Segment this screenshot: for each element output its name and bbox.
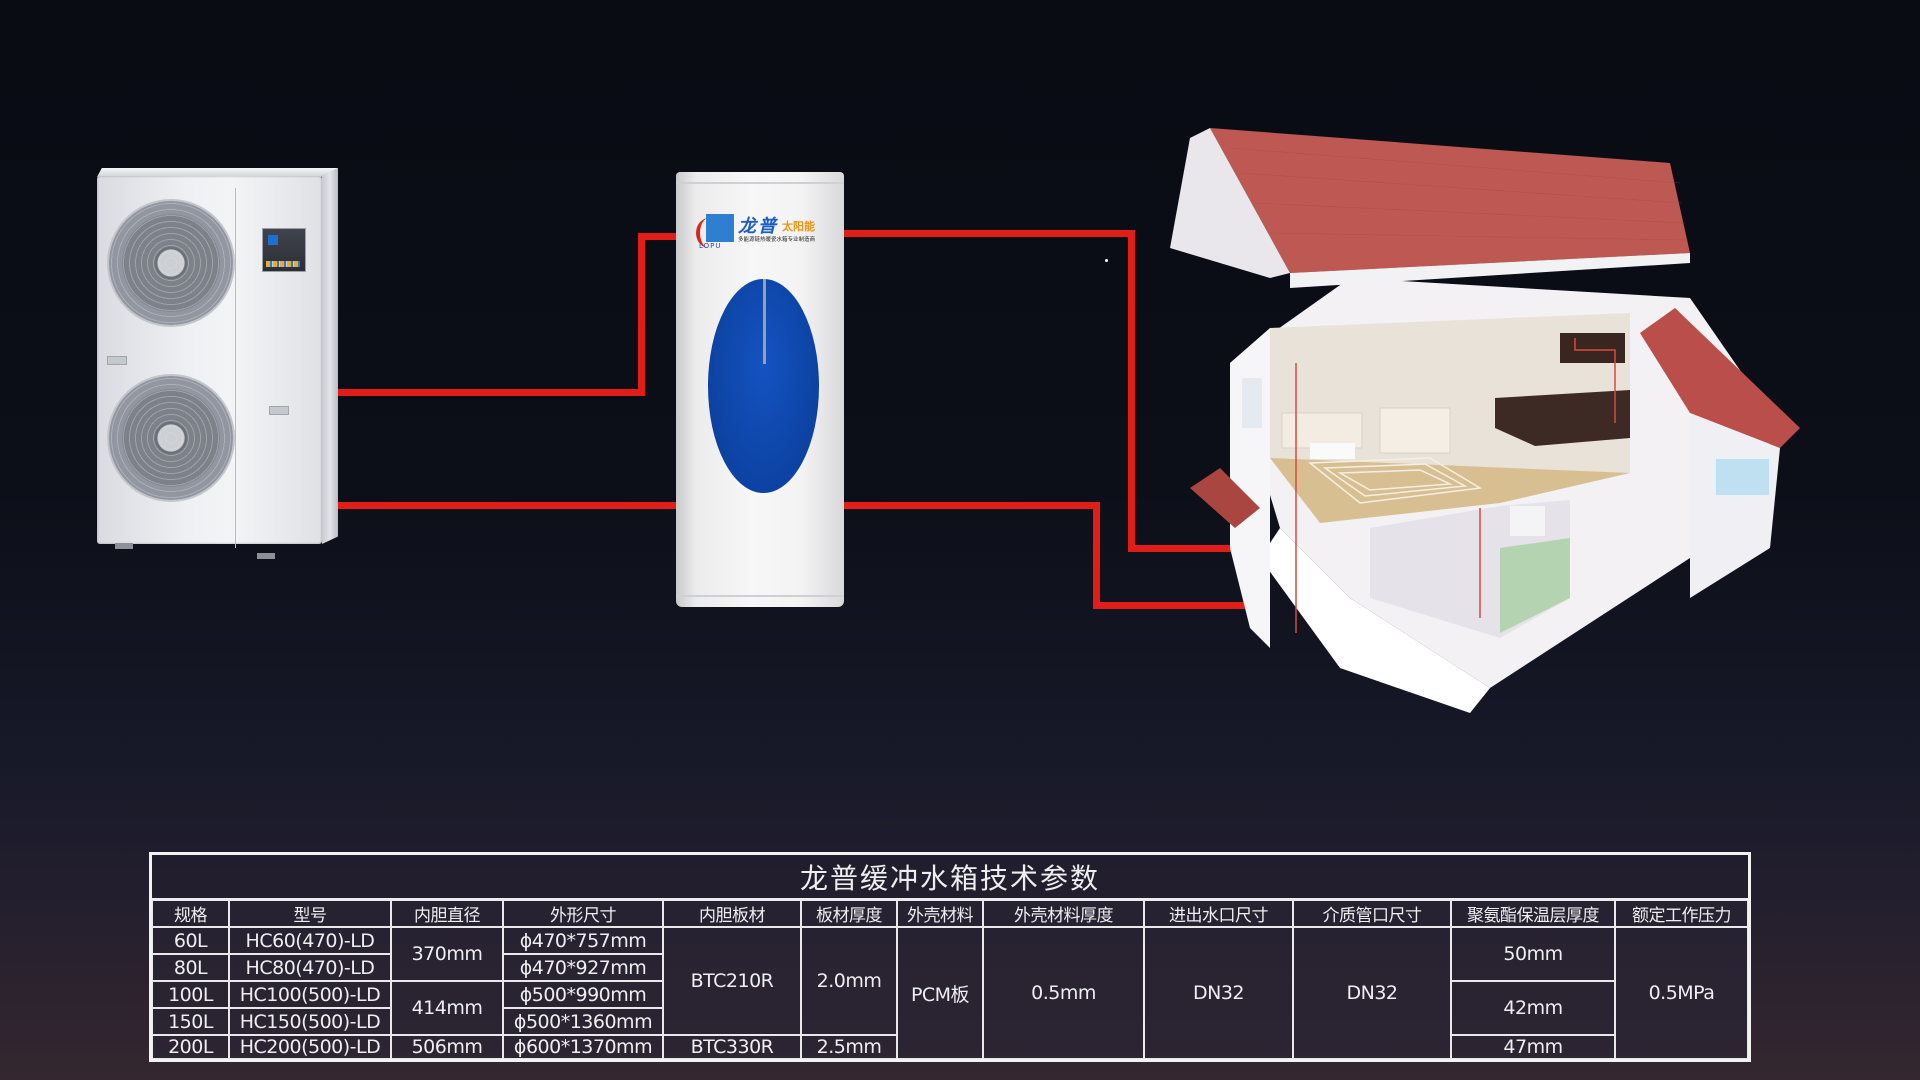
cell-model: HC100(500)-LD [229,981,391,1008]
pipe-tank-to-house-upper-h2 [1128,545,1238,552]
header-inlet-outlet-size: 进出水口尺寸 [1144,900,1293,927]
floor-heating-coil-icon [1307,457,1483,504]
heat-pump-top [97,168,338,177]
cell-inner-diameter: 414mm [391,981,503,1035]
cell-dimensions: ϕ600*1370mm [503,1035,663,1059]
foot [115,543,133,549]
header-insulation-thickness: 聚氨酯保温层厚度 [1451,900,1615,927]
tank-bottom-rim [676,595,844,597]
cell-liner-material: BTC330R [663,1035,801,1059]
cell-model: HC150(500)-LD [229,1008,391,1035]
tank-sensor-rod [763,279,766,364]
buffer-tank: LOPU 龙普 太阳能 多能源链热暖瓷水箱专业制造商 [676,172,844,607]
title-divider [152,898,1748,900]
cell-capacity: 150L [152,1008,229,1035]
certification-icons [266,261,300,267]
pipe-tank-to-house-lower-h1 [843,502,1100,509]
pipe-hp-to-tank-upper-h2 [638,233,678,240]
cell-dimensions: ϕ500*1360mm [503,1008,663,1035]
header-plate-thickness: 板材厚度 [801,900,897,927]
fan-grill [109,376,233,500]
cell-inlet-outlet-size: DN32 [1144,927,1293,1059]
tank-water-window [708,279,819,493]
cell-model: HC80(470)-LD [229,954,391,981]
brand-suffix: 太阳能 [782,220,815,233]
heat-pump-unit [97,168,338,559]
cell-insulation: 42mm [1451,981,1615,1035]
cell-dimensions: ϕ500*990mm [503,981,663,1008]
heat-pump-side [322,168,338,544]
cell-dimensions: ϕ470*927mm [503,954,663,981]
star-dot [1105,259,1108,262]
handle [107,356,127,365]
header-shell-thickness: 外壳材料厚度 [983,900,1144,927]
header-dimensions: 外形尺寸 [503,900,663,927]
lopu-logo: LOPU 龙普 太阳能 多能源链热暖瓷水箱专业制造商 [696,212,836,262]
tank-top-rim [676,182,844,184]
control-panel-display [262,228,306,272]
cell-dimensions: ϕ470*757mm [503,927,663,954]
cell-capacity: 100L [152,981,229,1008]
cell-medium-pipe-size: DN32 [1293,927,1451,1059]
header-medium-pipe-size: 介质管口尺寸 [1293,900,1451,927]
panel-divider [235,188,236,548]
fan-grill [109,201,233,325]
header-model: 型号 [229,900,391,927]
cell-capacity: 200L [152,1035,229,1059]
brand-tagline: 多能源链热暖瓷水箱专业制造商 [738,237,816,243]
pipe-tank-to-house-lower-h2 [1093,602,1263,609]
cell-shell-material: PCM板 [897,927,983,1059]
foot [257,553,275,559]
fan-icon [109,201,233,325]
pipe-tank-to-house-upper-h1 [843,230,1135,237]
cell-model: HC60(470)-LD [229,927,391,954]
cell-rated-pressure: 0.5MPa [1615,927,1748,1059]
table-title: 龙普缓冲水箱技术参数 [799,861,1100,895]
cell-plate-thickness: 2.0mm [801,927,897,1035]
pipe-tank-to-house-upper-v [1128,230,1135,552]
header-shell-material: 外壳材料 [897,900,983,927]
handle [269,406,289,415]
cell-shell-thickness: 0.5mm [983,927,1144,1059]
cell-capacity: 60L [152,927,229,954]
heat-pump-front-panel [97,176,322,548]
pipe-hp-to-tank-lower [336,502,678,509]
cell-liner-material: BTC210R [663,927,801,1035]
spec-table: 龙普缓冲水箱技术参数 规格 型号 内胆直径 外形尺寸 内胆板材 板材厚度 外壳材… [149,852,1751,1062]
house-cutaway-illustration [1170,128,1800,713]
cell-plate-thickness: 2.5mm [801,1035,897,1059]
cell-model: HC200(500)-LD [229,1035,391,1059]
header-capacity: 规格 [152,900,229,927]
pipe-hp-to-tank-upper-v [638,233,645,396]
snowflake-logo-icon [706,214,734,242]
roof-tile-texture [1229,147,1689,241]
cell-inner-diameter: 370mm [391,927,503,981]
brand-en: LOPU [699,242,722,250]
interior-heating-pipes-icon [1295,338,1616,633]
fan-icon [109,376,233,500]
cell-insulation: 47mm [1451,1035,1615,1059]
cell-capacity: 80L [152,954,229,981]
header-inner-diameter: 内胆直径 [391,900,503,927]
brand-cn: 龙普 [738,216,778,237]
brand-logo-icon [268,235,278,245]
cell-inner-diameter: 506mm [391,1035,503,1059]
header-rated-pressure: 额定工作压力 [1615,900,1748,927]
pipe-tank-to-house-lower-v [1093,502,1100,609]
cell-insulation: 50mm [1451,927,1615,981]
flame-icon [696,218,722,248]
header-liner-material: 内胆板材 [663,900,801,927]
pipe-hp-to-tank-upper-h1 [336,389,645,396]
